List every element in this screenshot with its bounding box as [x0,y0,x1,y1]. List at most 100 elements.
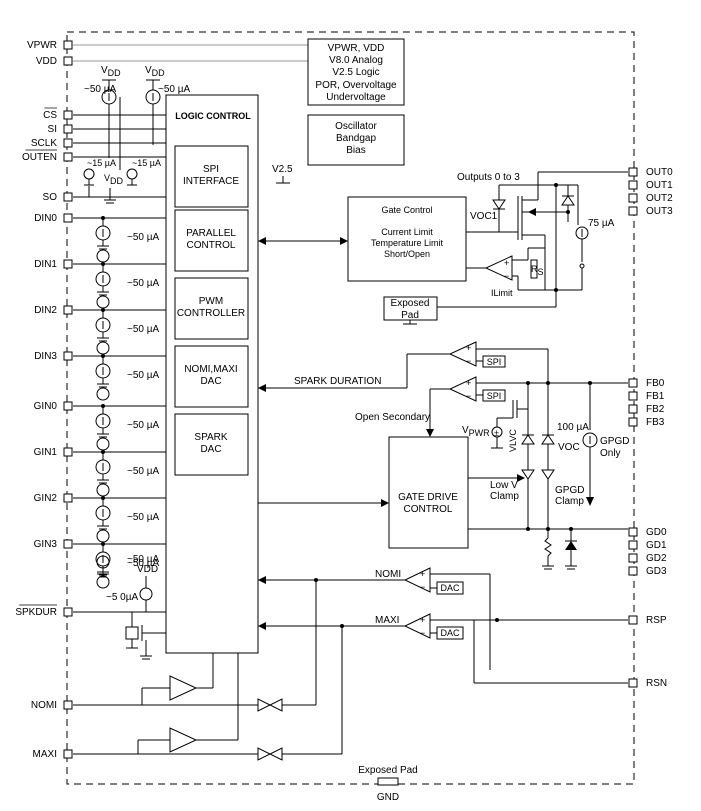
pin-label-gin1: GIN1 [34,447,58,458]
supply-line-4: POR, Overvoltage [315,80,397,91]
low-v-clamp-label: Clamp [490,491,519,502]
logic-block-0-line-1: SPI [203,164,219,175]
pin-gin0 [63,401,73,411]
ilimit-label: ILimit [491,288,513,298]
outputs-label: Outputs 0 to 3 [457,172,520,183]
svg-text:−: − [466,391,471,401]
pin-label-fb3: FB3 [646,417,665,428]
logic-block-1-line-1: PARALLEL [186,228,236,239]
supply-line-3: V2.5 Logic [332,67,379,78]
pin-label-gd0: GD0 [646,527,667,538]
pin-so [63,192,73,202]
exposed-pad-line-1: Exposed [391,298,430,309]
current-100ua-label: 100 µA [557,422,589,433]
pin-out3 [628,206,638,216]
pin-label-out0: OUT0 [646,167,673,178]
pin-gd0 [628,527,638,537]
rs-label: RS [531,264,544,277]
exposed-pad-bottom [377,777,399,786]
pin-label-fb0: FB0 [646,378,665,389]
pin-label-fb2: FB2 [646,404,665,415]
pin-nomi [63,700,73,710]
bias-current-label-6: ~50 µA [127,512,160,523]
pin-label-rsp: RSP [646,615,667,626]
logic-block-4 [174,413,249,476]
bias-current-label-5: ~50 µA [127,466,160,477]
gate-control-title: Gate Control [381,205,432,215]
current-50ua-right: ~50 µA [158,84,191,95]
gpgd-clamp-label-2: Clamp [555,496,584,507]
current-5ua-label: ~5 0µA [106,592,139,603]
pin-label-gnd: GND [377,792,399,803]
spi-box-1 [482,355,506,368]
supply-line-5: Undervoltage [326,92,386,103]
logic-block-0 [174,145,249,208]
pin-label-out3: OUT3 [646,206,673,217]
svg-text:+: + [420,569,425,579]
pin-sclk [63,138,73,148]
voc-label: VOC [558,442,580,453]
osc-line-3: Bias [346,145,365,156]
logic-block-3 [174,345,249,408]
gate-drive-line-1: GATE DRIVE [398,492,458,503]
pin-label-gin0: GIN0 [34,401,58,412]
pin-label-gd2: GD2 [646,553,667,564]
maxi-internal-label: MAXI [375,615,399,626]
exposed-pad-bottom-label: Exposed Pad [358,765,418,776]
pin-din1 [63,259,73,269]
right-pins: OUT0OUT1OUT2OUT3FB0FB1FB2FB3GD0GD1GD2GD3… [628,167,673,689]
svg-text:+: + [504,258,509,268]
pin-label-outen: OUTEN [22,152,57,163]
pin-out1 [628,180,638,190]
bias-current-label-2: ~50 µA [127,324,160,335]
bias-current-label-1: ~50 µA [127,278,160,289]
logic-block-2-line-2: CONTROLLER [177,308,245,319]
oscillator-block [307,114,405,166]
gate-drive-block [388,436,469,549]
pin-label-spkdur: SPKDUR [15,607,57,618]
vdd-label-2: VDD [145,65,165,78]
pin-label-si: SI [48,124,57,135]
gate-control-line-3: Short/Open [384,249,430,259]
dac-box-nomi [436,581,464,595]
spi-label-1: SPI [487,357,502,367]
pin-din0 [63,213,73,223]
logic-control-title: LOGIC CONTROL [175,111,251,121]
dac-label-maxi: DAC [440,628,460,638]
pin-label-din2: DIN2 [34,305,57,316]
pin-rsp [628,615,638,625]
exposed-pad-line-2: Pad [401,310,419,321]
dac-label-nomi: DAC [440,583,460,593]
current-50ua-left: ~50 µA [84,84,117,95]
vlvc-label: VLVC [508,429,518,452]
pin-fb1 [628,391,638,401]
supply-line-1: VPWR, VDD [328,43,385,54]
pin-din3 [63,351,73,361]
nomi-internal-label: NOMI [375,569,401,580]
pin-out0 [628,167,638,177]
logic-block-4-line-2: DAC [200,444,221,455]
logic-block-2 [174,277,249,340]
gpgd-label: GPGD [600,436,629,447]
pin-out2 [628,193,638,203]
pin-label-out1: OUT1 [646,180,673,191]
svg-text:−: − [466,356,471,366]
pin-din2 [63,305,73,315]
gate-control-line-1: Current Limit [381,227,433,237]
pin-rsn [628,678,638,688]
voc1-label: VOC1 [470,211,498,222]
pin-gd3 [628,566,638,576]
gate-drive-line-2: CONTROL [404,504,453,515]
open-secondary-label: Open Secondary [355,412,430,423]
pin-label-sclk: SCLK [31,138,57,149]
pin-fb3 [628,417,638,427]
spi-label-2: SPI [487,391,502,401]
vdd-label-1: VDD [101,65,121,78]
left-pins: VPWRVDDCSSISCLKOUTENSODIN0DIN1DIN2DIN3GI… [15,40,73,760]
dac-box-maxi [436,626,464,640]
pin-label-so: SO [43,192,58,203]
logic-block-3-line-1: NOMI,MAXI [184,364,237,375]
pin-label-nomi: NOMI [31,700,57,711]
logic-block-0-line-2: INTERFACE [183,176,239,187]
